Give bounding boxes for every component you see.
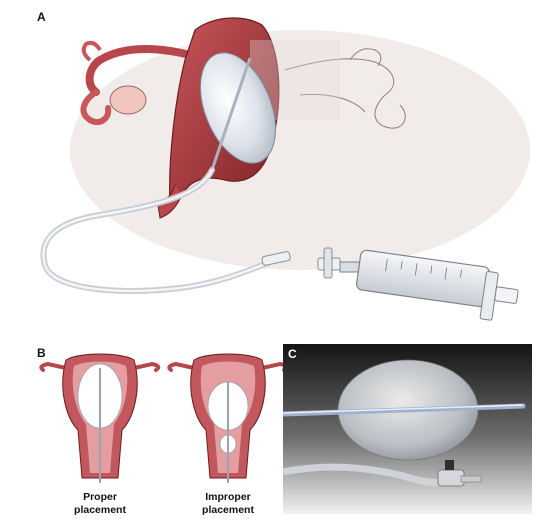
panel-c-photo: C: [283, 344, 532, 514]
improper-caption-line1: Improper: [205, 491, 251, 503]
panel-a-label: A: [37, 10, 46, 24]
panel-c-photo-art: [283, 344, 532, 514]
catheter-shaft-photo: [283, 403, 526, 417]
proper-placement-figure: [39, 353, 161, 483]
panel-a-illustration: [40, 17, 530, 321]
proper-caption-line1: Proper: [83, 491, 117, 503]
tube-connector: [261, 251, 291, 266]
proper-balloon: [77, 363, 123, 429]
improper-placement-figure: [167, 353, 289, 483]
valve-photo: [437, 469, 465, 487]
improper-caption-line2: placement: [202, 504, 254, 516]
syringe: [339, 249, 519, 321]
panel-b-label: B: [37, 346, 46, 360]
syringe-barrel: [355, 249, 490, 308]
left-adnexa: [80, 40, 194, 126]
panel-c-label: C: [288, 347, 297, 361]
syringe-plunger: [494, 286, 519, 304]
proper-placement-caption: Proper placement: [45, 491, 155, 517]
improper-balloon-upper: [207, 381, 249, 431]
left-ovary: [109, 85, 147, 115]
balloon-inner-shaft: [210, 57, 252, 171]
tubing-photo: [283, 463, 454, 487]
proper-caption-line2: placement: [74, 504, 126, 516]
improper-balloon-lower: [219, 434, 237, 454]
tamponade-balloon: [199, 52, 277, 164]
right-adnexa-outline: [284, 48, 406, 129]
improper-placement-caption: Improper placement: [173, 491, 283, 517]
